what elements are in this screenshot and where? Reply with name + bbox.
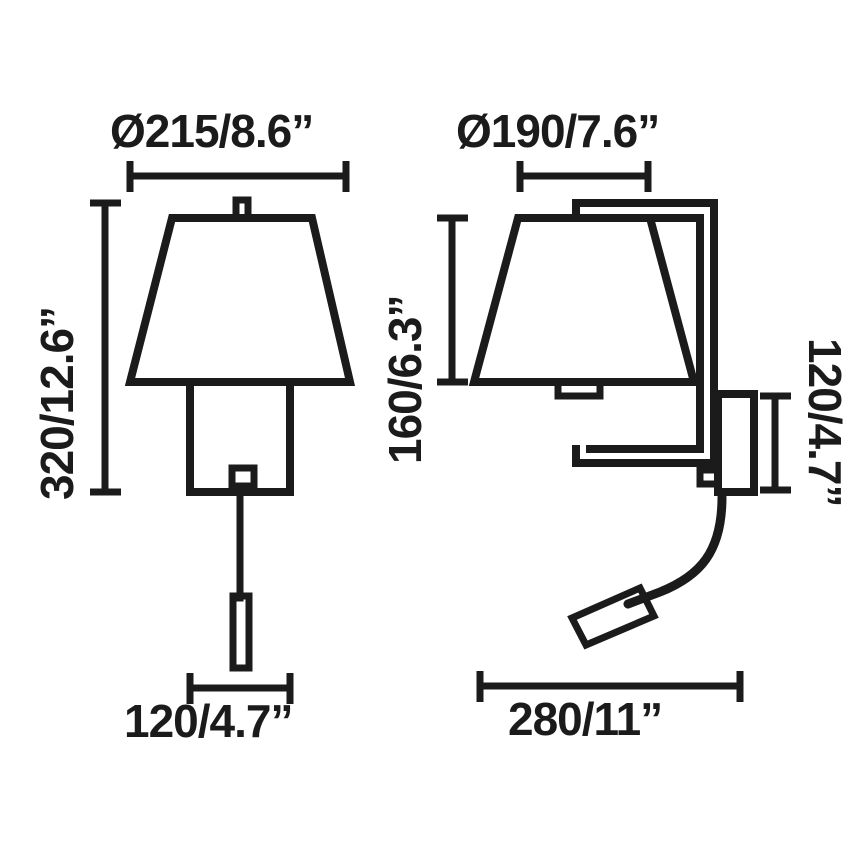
front-pull-toggle [229, 592, 253, 672]
dimension-label-side-shade-diameter: Ø190/7.6” [456, 105, 660, 157]
dimension-label-shade-height: 160/6.3” [379, 295, 431, 464]
front-lamp-shade [124, 214, 356, 386]
side-shade-collar [554, 378, 604, 400]
side-wall-plate [714, 390, 758, 496]
front-view-group [124, 196, 356, 672]
side-view-dimension-lines [437, 161, 791, 702]
front-switch-square [228, 464, 258, 490]
dimension-label-shade-top-diameter: Ø215/8.6” [110, 105, 314, 157]
front-view-dimension-lines [90, 161, 350, 704]
dimension-label-overall-height: 320/12.6” [31, 306, 83, 500]
dimension-label-overall-projection: 280/11” [508, 693, 663, 745]
dimension-label-front-base-width: 120/4.7” [124, 695, 293, 747]
side-view-group [468, 199, 758, 650]
side-lamp-shade [468, 214, 700, 386]
front-base-box [186, 378, 294, 496]
side-wall-connector [696, 466, 722, 488]
dimension-label-wall-plate-height: 120/4.7” [799, 338, 851, 507]
side-bracket-outer-arm [572, 199, 718, 467]
side-reading-led-head [567, 583, 659, 650]
side-reading-arm-gooseneck [623, 492, 727, 609]
